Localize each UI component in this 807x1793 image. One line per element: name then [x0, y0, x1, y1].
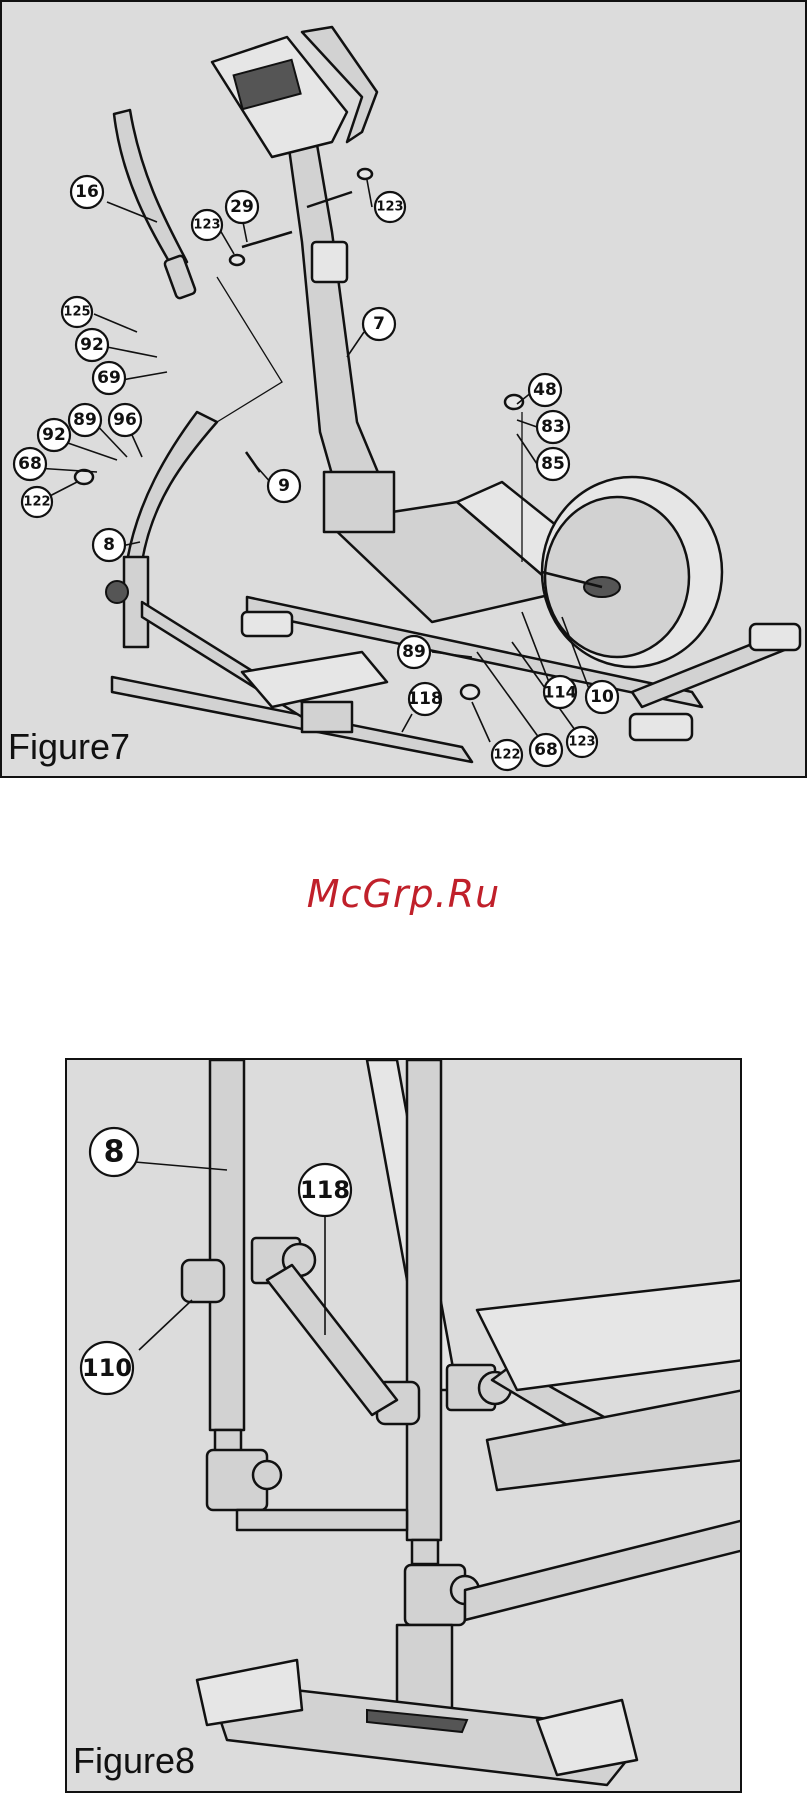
svg-text:123: 123: [568, 735, 595, 750]
knob-110-left: [182, 1260, 224, 1302]
callout-29: 29: [226, 191, 258, 223]
arm-connector: [164, 255, 196, 299]
callout-69: 69: [93, 362, 125, 394]
callout-92-upper: 92: [76, 329, 108, 361]
svg-text:83: 83: [541, 417, 565, 437]
pivot-knob: [106, 581, 128, 603]
pedal-bracket: [302, 702, 352, 732]
callout-118: 118: [407, 683, 443, 715]
callout-8: 8: [90, 1128, 138, 1176]
spring-coil-left: [215, 1430, 241, 1452]
lower-arm-8: [127, 412, 217, 562]
svg-text:125: 125: [63, 305, 90, 320]
arm-tube-8-left: [210, 1060, 244, 1430]
svg-text:16: 16: [75, 182, 99, 202]
callout-7: 7: [363, 308, 395, 340]
callout-85: 85: [537, 448, 569, 480]
lower-arm-tube: [124, 557, 148, 647]
callout-122-right: 122: [492, 740, 522, 770]
pedal-arm-118-left: [267, 1265, 397, 1415]
svg-text:68: 68: [18, 454, 42, 474]
front-foot-cap-left: [630, 714, 692, 740]
svg-text:118: 118: [300, 1176, 350, 1204]
svg-text:96: 96: [113, 410, 137, 430]
svg-text:8: 8: [104, 1135, 125, 1170]
callout-125: 125: [62, 297, 92, 327]
callout-89-left: 89: [69, 404, 101, 436]
svg-text:10: 10: [590, 687, 614, 707]
svg-text:123: 123: [376, 200, 403, 215]
svg-text:89: 89: [73, 410, 97, 430]
spring-coil-right: [412, 1540, 438, 1564]
callout-48: 48: [529, 374, 561, 406]
svg-text:89: 89: [402, 642, 426, 662]
callout-122-left: 122: [22, 487, 52, 517]
arm-tube-8-right: [407, 1060, 441, 1540]
foot-pedal: [242, 652, 387, 707]
svg-text:110: 110: [82, 1354, 132, 1382]
svg-text:123: 123: [193, 218, 220, 233]
housing-plate: [487, 1390, 742, 1490]
svg-text:118: 118: [407, 689, 443, 709]
figure-7-caption: Figure7: [8, 726, 130, 768]
callout-16: 16: [71, 176, 103, 208]
figure-8-detail-view: 8 118 110 Figure8: [65, 1058, 742, 1793]
callout-123-top-right: 123: [375, 192, 405, 222]
callout-96: 96: [109, 404, 141, 436]
lower-pivot-left: [253, 1461, 281, 1489]
figure-7-exploded-view: 16 29 123 123 125 92 69 7 48 83 85 92 89…: [0, 0, 807, 778]
callout-9: 9: [268, 470, 300, 502]
end-cap-122-right: [461, 685, 479, 699]
callout-68-right: 68: [530, 734, 562, 766]
callout-118: 118: [299, 1164, 351, 1216]
axle-bolt-29: [242, 232, 292, 247]
callout-110: 110: [81, 1342, 133, 1394]
callout-92-lower: 92: [38, 419, 70, 451]
connecting-rod-right: [465, 1520, 742, 1620]
upper-handle-arm-16: [114, 110, 187, 270]
svg-text:7: 7: [373, 314, 385, 334]
callout-123-top-left: 123: [192, 210, 222, 240]
svg-text:85: 85: [541, 454, 565, 474]
washer-123-left: [230, 255, 244, 265]
svg-text:68: 68: [534, 740, 558, 760]
svg-text:9: 9: [278, 476, 290, 496]
svg-text:92: 92: [42, 425, 66, 445]
svg-text:114: 114: [543, 683, 576, 702]
bottle-holder: [312, 242, 347, 282]
connecting-rod-left: [237, 1510, 407, 1530]
end-cap-right: [537, 1700, 637, 1775]
svg-text:29: 29: [230, 197, 254, 217]
callout-123-bottom: 123: [567, 727, 597, 757]
front-foot-cap-right: [750, 624, 800, 650]
svg-text:48: 48: [533, 380, 557, 400]
callout-89-right: 89: [398, 636, 430, 668]
figure-7-drawing: 16 29 123 123 125 92 69 7 48 83 85 92 89…: [2, 2, 807, 778]
svg-text:122: 122: [493, 748, 520, 763]
svg-text:92: 92: [80, 335, 104, 355]
callout-83: 83: [537, 411, 569, 443]
svg-text:8: 8: [103, 535, 115, 555]
figure-8-drawing: 8 118 110: [67, 1060, 742, 1793]
watermark-text: McGrp.Ru: [0, 872, 807, 916]
callout-10: 10: [586, 681, 618, 713]
svg-text:69: 69: [97, 368, 121, 388]
callout-68-left: 68: [14, 448, 46, 480]
post-base-bracket: [324, 472, 394, 532]
pedal-platform: [477, 1280, 742, 1390]
svg-text:122: 122: [23, 495, 50, 510]
callout-114: 114: [543, 676, 576, 708]
figure-8-caption: Figure8: [73, 1740, 195, 1782]
callout-8: 8: [93, 529, 125, 561]
washer-123-right: [358, 169, 372, 179]
rear-foot-cap: [242, 612, 292, 636]
